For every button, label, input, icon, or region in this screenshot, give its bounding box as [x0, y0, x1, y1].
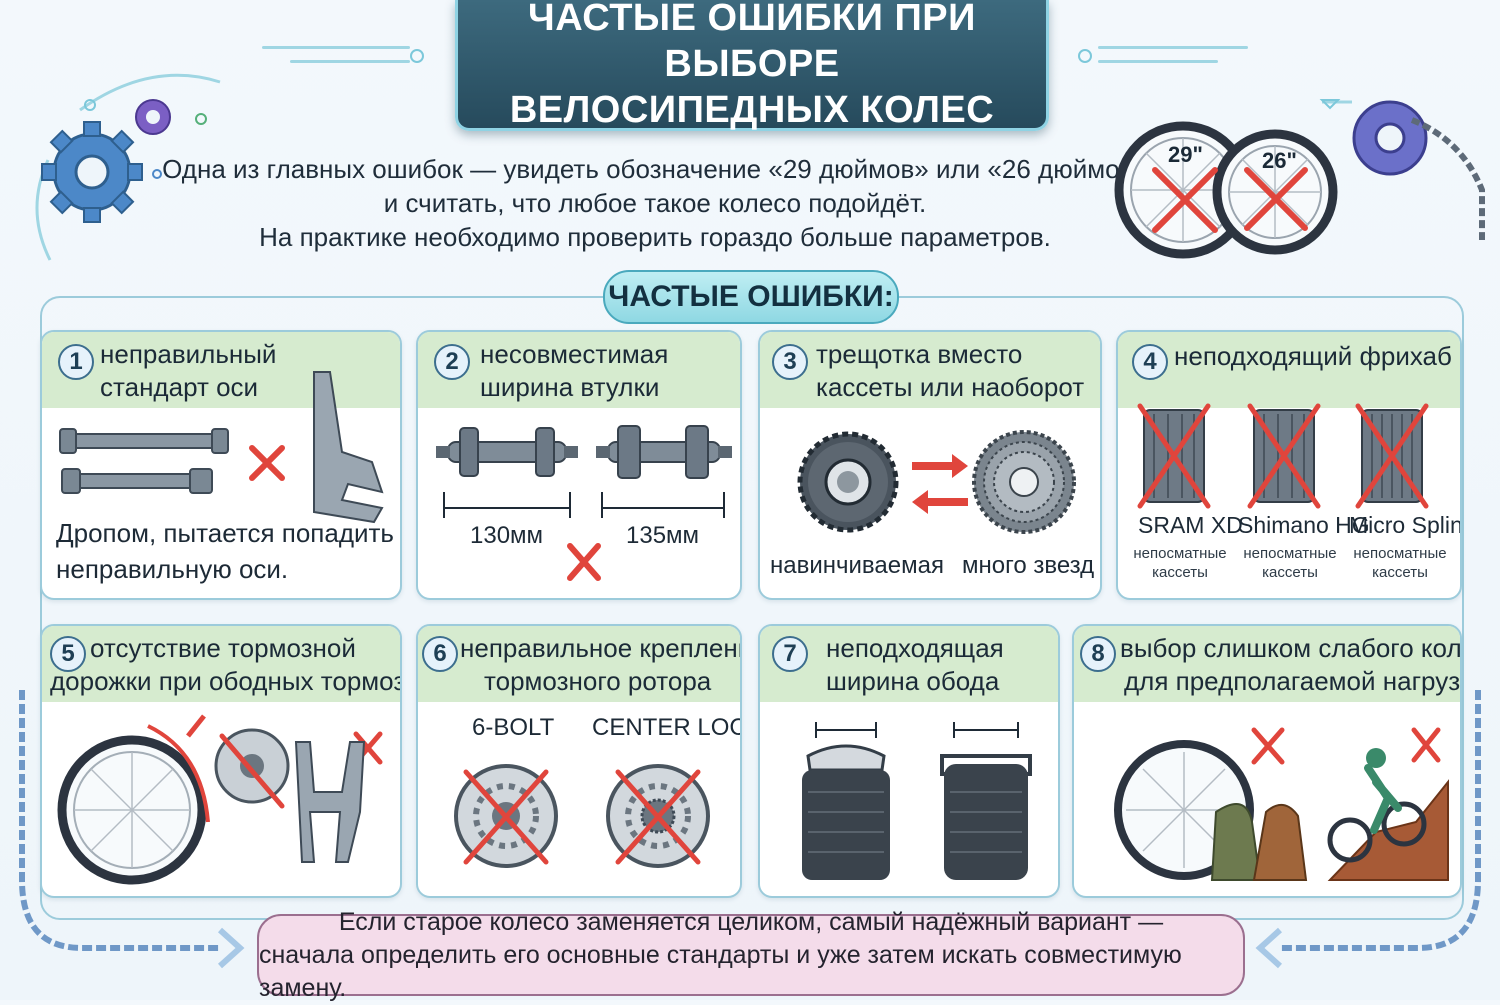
card-header: [1074, 626, 1460, 702]
rotors-icon: [454, 764, 710, 868]
card-rotor-mount: 6 неправильное крепление тормозного рото…: [416, 624, 742, 898]
rotor-center-lock-label: CENTER LOCK: [592, 714, 740, 741]
card-title-line1: несовместимая: [480, 339, 669, 369]
card-number: 1: [58, 344, 94, 380]
card-title-line1: трещотка вместо: [816, 339, 1023, 369]
card-title-line1: неправильный: [100, 339, 277, 369]
card-number: 5: [50, 636, 86, 672]
card-header: [760, 626, 1058, 702]
card-title-line2: кассеты или наоборот: [816, 372, 1085, 402]
card-hub-width: 2 несовместимая ширина втулки 130мм 135м…: [416, 330, 742, 600]
freehub-name: Micro Spline: [1349, 512, 1462, 538]
card-title-line1: неподходящая: [826, 633, 1004, 663]
card-number: 2: [434, 344, 470, 380]
decor-line-left-2: [290, 60, 410, 63]
card-number: 7: [772, 636, 808, 672]
decor-line-left: [262, 46, 410, 49]
card-header: [1118, 332, 1460, 408]
card-title-line2: для предполагаемой нагрузки: [1124, 666, 1462, 696]
decor-dot: [1078, 49, 1092, 63]
card-title-line2: тормозного ротора: [484, 666, 712, 696]
card-header: [42, 332, 400, 408]
section-title: ЧАСТЫЕ ОШИБКИ:: [603, 270, 899, 324]
card-axle-standard: 1 неправильный стандарт оси Дропом, пыта…: [40, 330, 402, 600]
card-title-line1: неподходящий фрихаб: [1174, 341, 1452, 371]
intro-line2: и считать, что любое такое колесо подойд…: [383, 188, 927, 218]
freehub-note-line2: кассеты: [1262, 564, 1318, 581]
intro-line3: На практике необходимо проверить гораздо…: [259, 222, 1051, 252]
freehub-note-line1: непосматные: [1243, 545, 1337, 562]
card-title-line2: ширина обода: [826, 666, 1000, 696]
card-header: [418, 332, 740, 408]
freehub-note-line2: кассеты: [1372, 564, 1428, 581]
card-header: [760, 332, 1100, 408]
bottom-note-line2: сначала определить его основные стандарт…: [259, 940, 1182, 1002]
wheels-crossed-icon: [1114, 121, 1338, 259]
card-header: [418, 626, 740, 702]
freewheel-label: навинчиваемая: [770, 552, 944, 579]
cassette-label: много звезд: [962, 552, 1095, 579]
page-title-line1: ЧАСТЫЕ ОШИБКИ ПРИ ВЫБОРЕ: [528, 0, 976, 85]
decor-line-right-2: [1098, 60, 1218, 63]
gears-icon: [35, 73, 221, 261]
freehub-note-line2: кассеты: [1152, 564, 1208, 581]
card-title-line1: выбор слишком слабого колеса: [1120, 633, 1462, 663]
card-freehub: 4 неподходящий фрихаб SRAM XD Shimano HG…: [1116, 330, 1462, 600]
chain-icon: [1319, 99, 1485, 240]
card-wheel-strength: 8 выбор слишком слабого колеса для предп…: [1072, 624, 1462, 898]
card-number: 8: [1080, 636, 1116, 672]
chain-left-icon: [19, 690, 245, 969]
chain-right-icon: [1255, 690, 1481, 969]
hubs-icon: [436, 425, 732, 581]
freehub-name: SRAM XD: [1138, 512, 1243, 538]
card-title-line1: неправильное крепление: [460, 633, 742, 663]
decor-dot: [410, 49, 424, 63]
intro-text: Одна из главных ошибок — увидеть обознач…: [150, 152, 1160, 254]
freehub-note: непосматные кассеты: [1128, 544, 1232, 582]
card-title-line2: стандарт оси: [100, 372, 259, 402]
freehub-note: непосматные кассеты: [1348, 544, 1452, 582]
card-freewheel-cassette: 3 трещотка вместо кассеты или наоборот н…: [758, 330, 1102, 600]
card-title-line1: отсутствие тормозной: [90, 633, 356, 663]
decor-line-right: [1098, 46, 1248, 49]
freehub-bodies-icon: [1137, 403, 1429, 509]
bottom-note-line1: Если старое колесо заменяется целиком, с…: [338, 907, 1164, 936]
card-number: 3: [772, 344, 808, 380]
card-header: [42, 626, 400, 702]
hub-width-135: 135мм: [626, 522, 700, 549]
card-number: 4: [1132, 344, 1168, 380]
card-title-line2: ширина втулки: [480, 372, 660, 402]
overloaded-wheel-icon: [1114, 727, 1449, 881]
rim-width-icon: [802, 722, 1032, 880]
wheel-size-26: 26": [1262, 148, 1297, 173]
rim-brake-icon: [57, 714, 383, 885]
card-rim-width: 7 неподходящая ширина обода: [758, 624, 1060, 898]
freehub-name: Shimano HG: [1238, 512, 1370, 538]
rotor-6-bolt-label: 6-BOLT: [472, 714, 555, 741]
sprockets-icon: [797, 430, 1076, 534]
freehub-note-line1: непосматные: [1133, 545, 1227, 562]
page-title: ЧАСТЫЕ ОШИБКИ ПРИ ВЫБОРЕ ВЕЛОСИПЕДНЫХ КО…: [455, 0, 1049, 131]
page-title-line2: ВЕЛОСИПЕДНЫХ КОЛЕС: [509, 89, 995, 131]
bottom-note: Если старое колесо заменяется целиком, с…: [257, 908, 1245, 1002]
card-brake-track: 5 отсутствие тормозной дорожки при ободн…: [40, 624, 402, 898]
card-title-line2: дорожки при ободных тормозах: [50, 666, 402, 696]
hub-width-130: 130мм: [470, 522, 544, 549]
card-number: 6: [422, 636, 458, 672]
axle-icon: [59, 371, 384, 524]
wheel-size-29: 29": [1168, 142, 1203, 167]
intro-line1: Одна из главных ошибок — увидеть обознач…: [162, 154, 1148, 184]
freehub-note-line1: непосматные: [1353, 545, 1447, 562]
card-text-line1: Дропом, пытается попадить: [56, 518, 394, 548]
card-text-line2: неправильную оси.: [56, 554, 289, 584]
freehub-note: непосматные кассеты: [1238, 544, 1342, 582]
